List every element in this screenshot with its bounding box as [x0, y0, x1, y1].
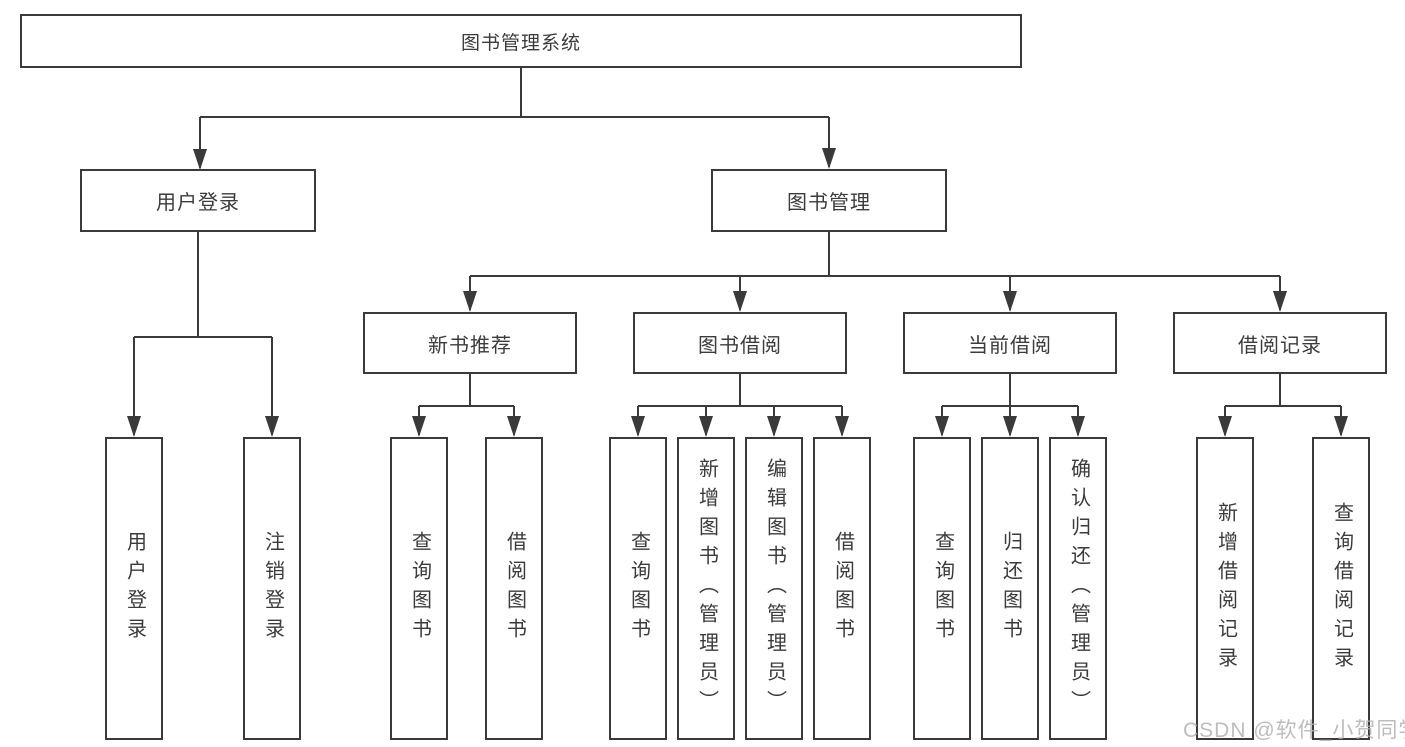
leaf-label: 归还图书: [999, 530, 1022, 647]
node-label: 借阅记录: [1238, 334, 1322, 357]
node-current-borrow: 当前借阅: [903, 312, 1117, 374]
leaf-borrow-books: 借阅图书: [813, 437, 871, 740]
leaf-label: 查询图书: [408, 530, 431, 647]
leaf-query-borrow-record: 查询借阅记录: [1312, 437, 1370, 740]
leaf-query-books-borrow: 查询图书: [609, 437, 667, 740]
leaf-add-books-admin: 新增图书（管理员）: [677, 437, 735, 740]
node-label: 当前借阅: [968, 334, 1052, 357]
leaf-label: 用户登录: [123, 530, 146, 647]
node-label: 图书管理系统: [460, 32, 581, 54]
leaf-return-books: 归还图书: [981, 437, 1039, 740]
leaf-label: 确认归还（管理员）: [1067, 458, 1090, 719]
leaf-logout: 注销登录: [243, 437, 301, 740]
leaf-add-borrow-record: 新增借阅记录: [1196, 437, 1254, 740]
node-book-management-branch: 图书管理: [711, 169, 947, 232]
leaf-label: 查询图书: [931, 530, 954, 647]
node-library-management-system: 图书管理系统: [20, 14, 1022, 68]
leaf-label: 新增图书（管理员）: [695, 458, 718, 719]
node-new-book-recommend: 新书推荐: [363, 312, 577, 374]
leaf-user-login: 用户登录: [105, 437, 163, 740]
leaf-label: 借阅图书: [831, 530, 854, 647]
leaf-query-books-current: 查询图书: [913, 437, 971, 740]
node-borrow-records: 借阅记录: [1173, 312, 1387, 374]
leaf-confirm-return-admin: 确认归还（管理员）: [1049, 437, 1107, 740]
node-label: 图书管理: [787, 192, 871, 214]
leaf-label: 新增借阅记录: [1214, 501, 1237, 676]
node-label: 用户登录: [156, 192, 240, 214]
leaf-edit-books-admin: 编辑图书（管理员）: [745, 437, 803, 740]
leaf-query-books-recommend: 查询图书: [390, 437, 448, 740]
node-user-login-branch: 用户登录: [80, 169, 316, 232]
leaf-borrow-books-recommend: 借阅图书: [485, 437, 543, 740]
leaf-label: 借阅图书: [503, 530, 526, 647]
csdn-watermark: CSDN @软件_小贺同学: [1183, 719, 1405, 742]
leaf-label: 注销登录: [261, 530, 284, 647]
node-book-borrow: 图书借阅: [633, 312, 847, 374]
node-label: 图书借阅: [698, 334, 782, 357]
node-label: 新书推荐: [428, 334, 512, 357]
leaf-label: 编辑图书（管理员）: [763, 458, 786, 719]
leaf-label: 查询图书: [627, 530, 650, 647]
leaf-label: 查询借阅记录: [1330, 501, 1353, 676]
